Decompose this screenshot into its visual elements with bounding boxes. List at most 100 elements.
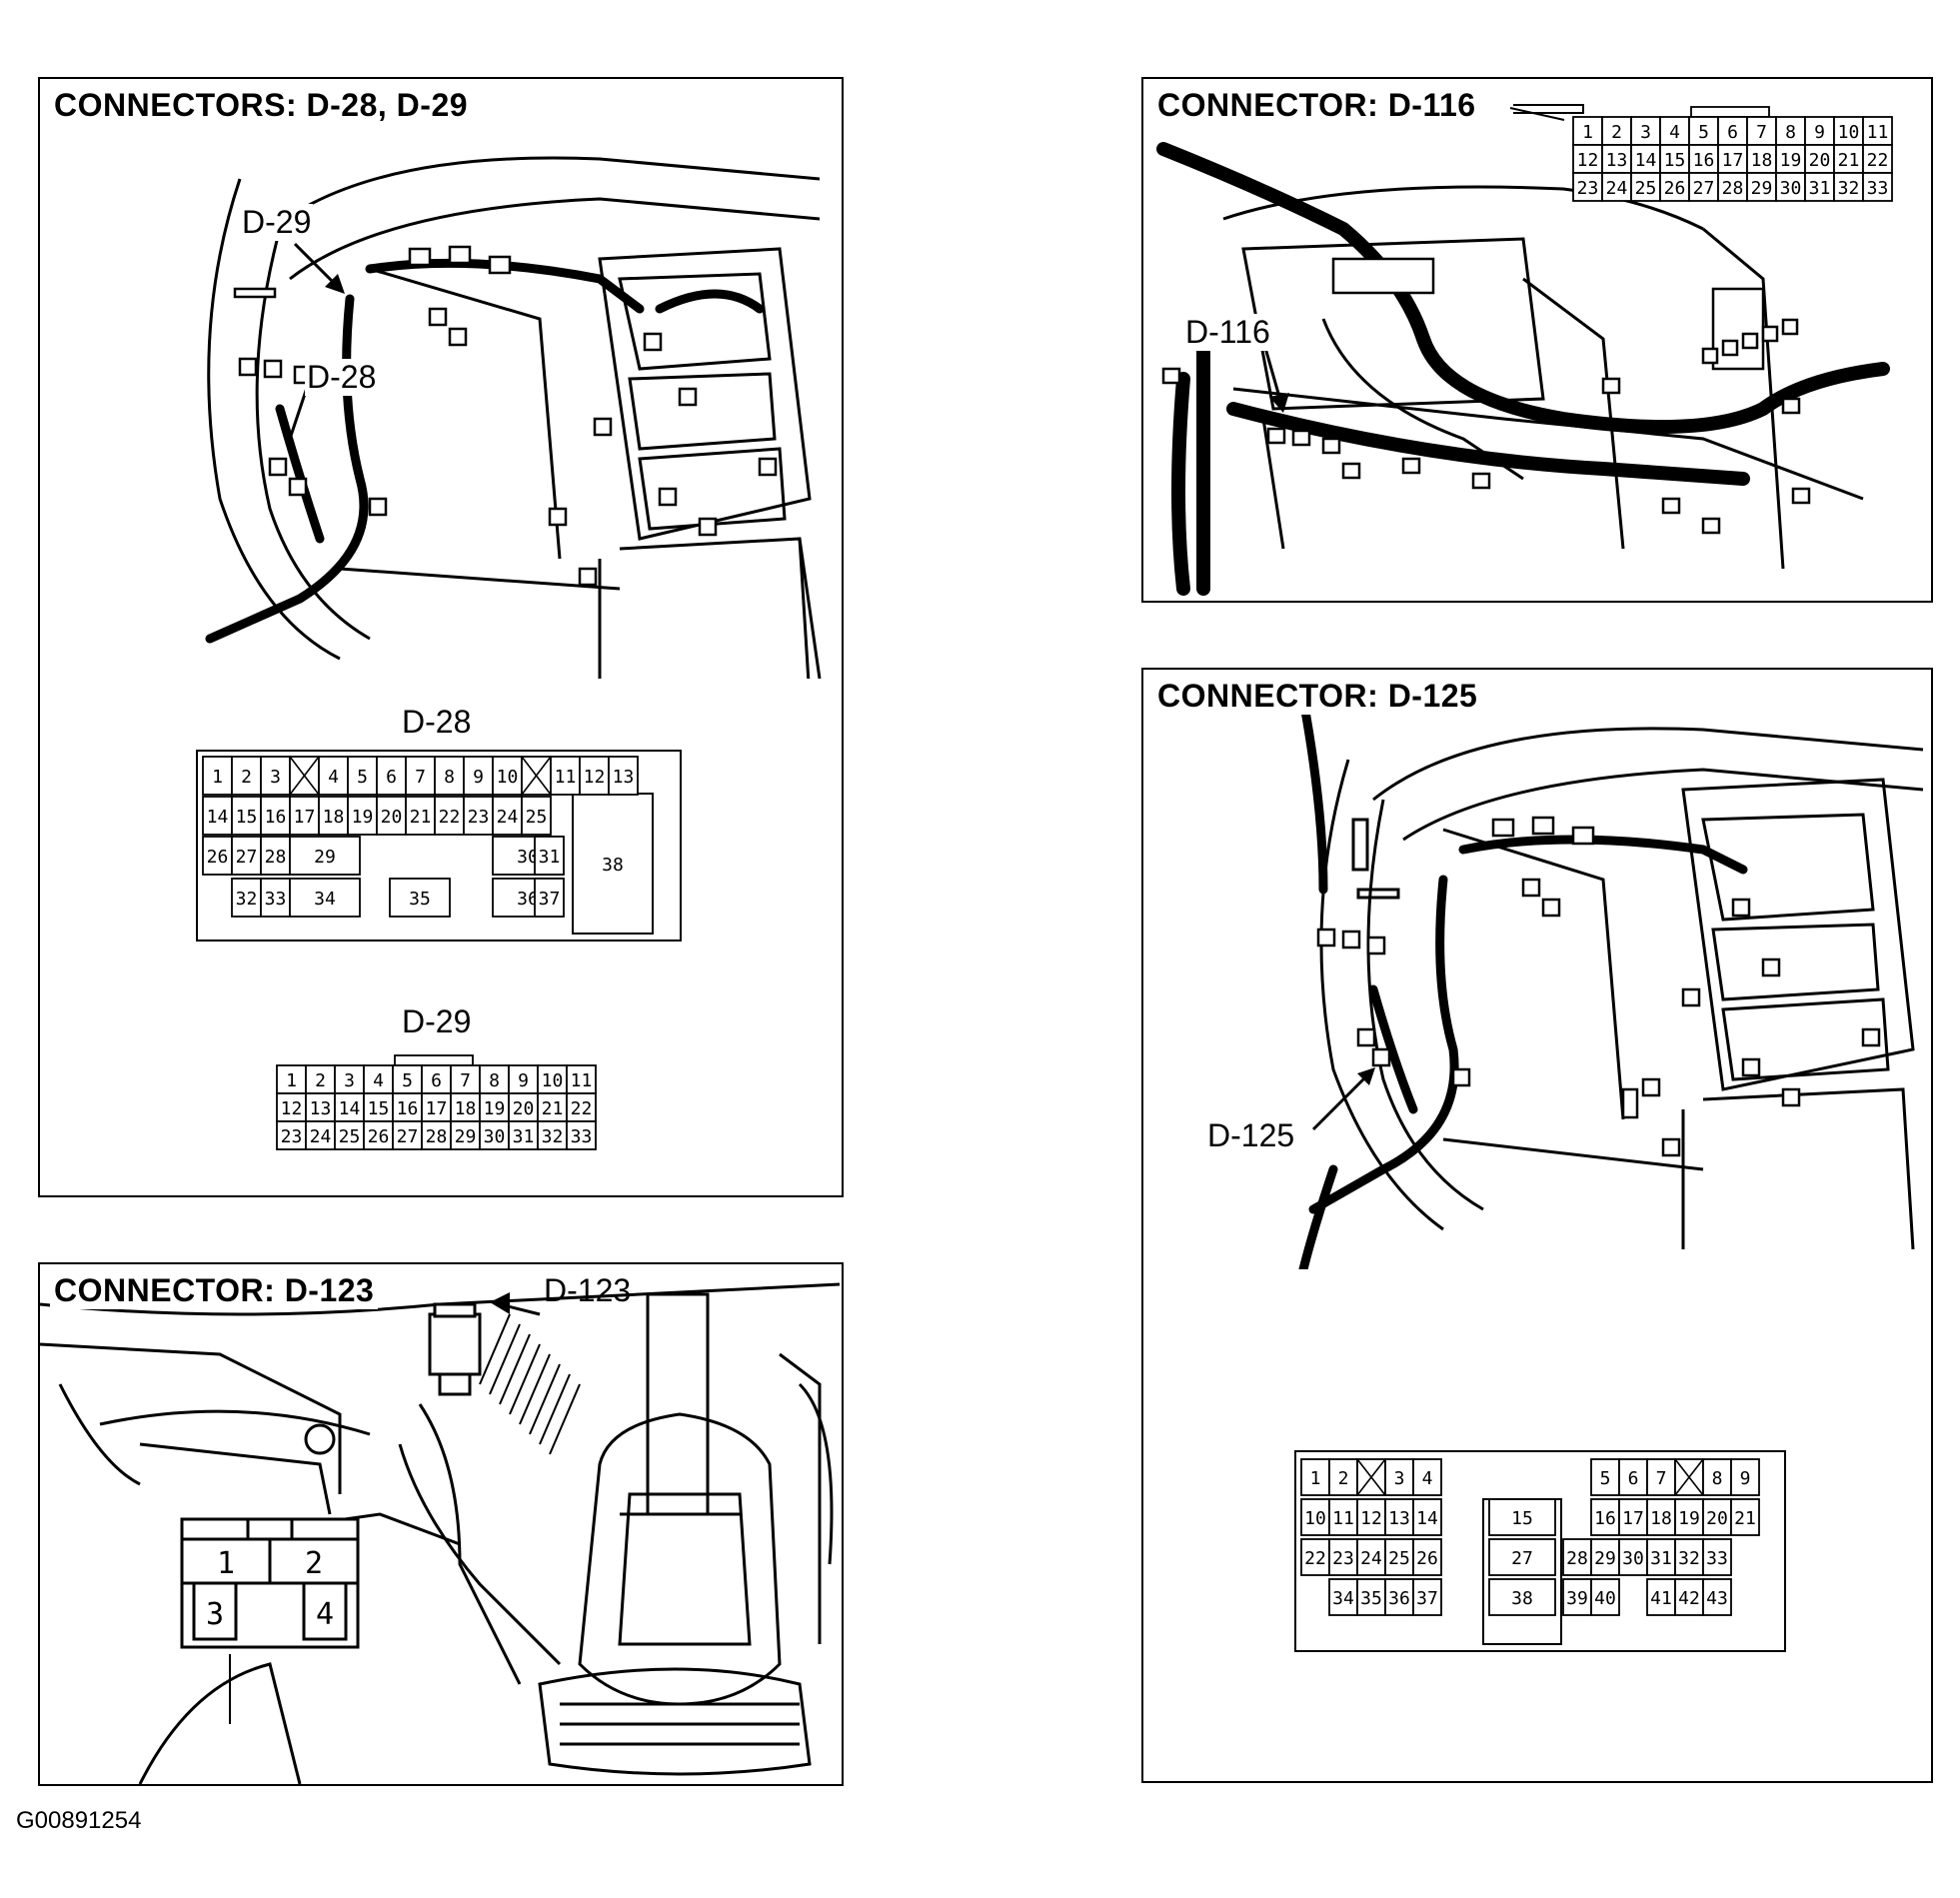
- pin-cell: [434, 756, 465, 796]
- pin-number: 33: [1867, 178, 1889, 199]
- pin-cell: [1618, 1458, 1648, 1496]
- pin-number: 14: [207, 807, 229, 828]
- pin-number: 26: [368, 1126, 390, 1147]
- pin-cell: [260, 756, 291, 796]
- pin-cell: [421, 1064, 452, 1094]
- pin-number: 19: [352, 807, 374, 828]
- figure-code: G00891254: [16, 1807, 142, 1834]
- pin-number: 20: [513, 1098, 535, 1119]
- pin-cell: [1833, 116, 1864, 146]
- pin-cell: [463, 796, 494, 836]
- pin-cell: [260, 836, 291, 876]
- pin-cell: [1488, 1538, 1556, 1576]
- pin-number: 9: [473, 767, 484, 788]
- pin-number: 42: [1678, 1588, 1700, 1609]
- pin-number: 24: [310, 1126, 332, 1147]
- pin-number: 17: [1622, 1508, 1644, 1529]
- pin-number: 39: [1566, 1588, 1588, 1609]
- blank-pin-cross: [1674, 1458, 1704, 1496]
- pin-number: 16: [397, 1098, 419, 1119]
- pin-cell: [1862, 172, 1893, 202]
- pin-cell: [1674, 1578, 1704, 1616]
- pin-number: 6: [386, 767, 397, 788]
- pin-cell: [1562, 1538, 1592, 1576]
- pin-cell: [479, 1120, 510, 1150]
- pin-cell: [463, 756, 494, 796]
- pin-number: 4: [373, 1070, 384, 1091]
- pin-number: 14: [339, 1098, 361, 1119]
- pin-number: 21: [410, 807, 432, 828]
- pin-number: 30: [484, 1126, 506, 1147]
- pin-cell: [1630, 172, 1661, 202]
- pin-number: 2: [1611, 122, 1622, 143]
- pin-number: 22: [439, 807, 461, 828]
- pin-number: 19: [1678, 1508, 1700, 1529]
- blank-pin-cross: [521, 756, 552, 796]
- blank-pin-cross: [1356, 1458, 1386, 1496]
- pin-number: 38: [1511, 1588, 1533, 1609]
- d29-connector-label: D-29: [400, 1003, 474, 1040]
- pin-number: 6: [1727, 122, 1738, 143]
- pin-number: 11: [571, 1070, 593, 1091]
- pin-number: 26: [207, 847, 229, 868]
- panel-title: CONNECTOR: D-123: [50, 1272, 379, 1309]
- pin-cell: [1659, 172, 1690, 202]
- pin-number: 24: [497, 807, 519, 828]
- pin-number: 12: [1360, 1508, 1382, 1529]
- pin-number: 18: [323, 807, 345, 828]
- callout-d116: D-116: [1183, 314, 1272, 351]
- pin-cell: [1590, 1578, 1620, 1616]
- d123-pin: 2: [305, 1546, 323, 1581]
- pin-number: 40: [1594, 1588, 1616, 1609]
- pin-number: 28: [1722, 178, 1744, 199]
- pin-cell: [1646, 1538, 1676, 1576]
- pin-number: 8: [444, 767, 455, 788]
- pin-cell: [508, 1120, 539, 1150]
- connector-lock-tab: [1690, 106, 1770, 118]
- pin-number: 11: [1332, 1508, 1354, 1529]
- panel-d123: CONNECTOR: D-123 D-123 1 2 3 4: [38, 1262, 844, 1786]
- pin-number: 13: [1388, 1508, 1410, 1529]
- pin-number: 11: [1867, 122, 1889, 143]
- pin-cell: [1833, 172, 1864, 202]
- pin-number: 4: [1422, 1468, 1433, 1489]
- pin-number: 16: [265, 807, 287, 828]
- callout-d29: D-29: [240, 204, 314, 241]
- callout-d125: D-125: [1205, 1117, 1297, 1154]
- pin-number: 28: [1566, 1548, 1588, 1569]
- pin-cell: [231, 756, 262, 796]
- panel-title: CONNECTORS: D-28, D-29: [50, 87, 473, 124]
- pin-cell: [534, 878, 565, 918]
- pin-number: 35: [1360, 1588, 1382, 1609]
- pin-number: 18: [1751, 150, 1773, 171]
- pin-cell: [608, 756, 639, 796]
- pin-number: 24: [1606, 178, 1628, 199]
- pin-number: 10: [1304, 1508, 1326, 1529]
- pin-number: 21: [542, 1098, 564, 1119]
- pin-number: 17: [294, 807, 316, 828]
- pin-number: 13: [1606, 150, 1628, 171]
- blank-pin-cross: [289, 756, 320, 796]
- pin-cell: [1328, 1538, 1358, 1576]
- pin-number: 25: [1388, 1548, 1410, 1569]
- pin-number: 28: [426, 1126, 448, 1147]
- pin-number: 35: [409, 889, 431, 910]
- pin-cell: [521, 796, 552, 836]
- panel-title: CONNECTOR: D-125: [1153, 678, 1482, 715]
- pin-number: 14: [1416, 1508, 1438, 1529]
- d123-pin: 4: [316, 1597, 334, 1632]
- pin-number: 30: [1780, 178, 1802, 199]
- pin-number: 7: [415, 767, 426, 788]
- pin-number: 16: [1594, 1508, 1616, 1529]
- pin-cell: [1702, 1538, 1732, 1576]
- pin-cell: [1300, 1458, 1330, 1496]
- pin-number: 2: [315, 1070, 326, 1091]
- pin-number: 17: [1722, 150, 1744, 171]
- pin-cell: [1688, 116, 1719, 146]
- pin-cell: [1356, 1578, 1386, 1616]
- pin-cell: [1702, 1458, 1732, 1496]
- pin-cell: [550, 756, 581, 796]
- pin-number: 31: [1650, 1548, 1672, 1569]
- pin-cell: [1601, 172, 1632, 202]
- pin-number: 34: [1332, 1588, 1354, 1609]
